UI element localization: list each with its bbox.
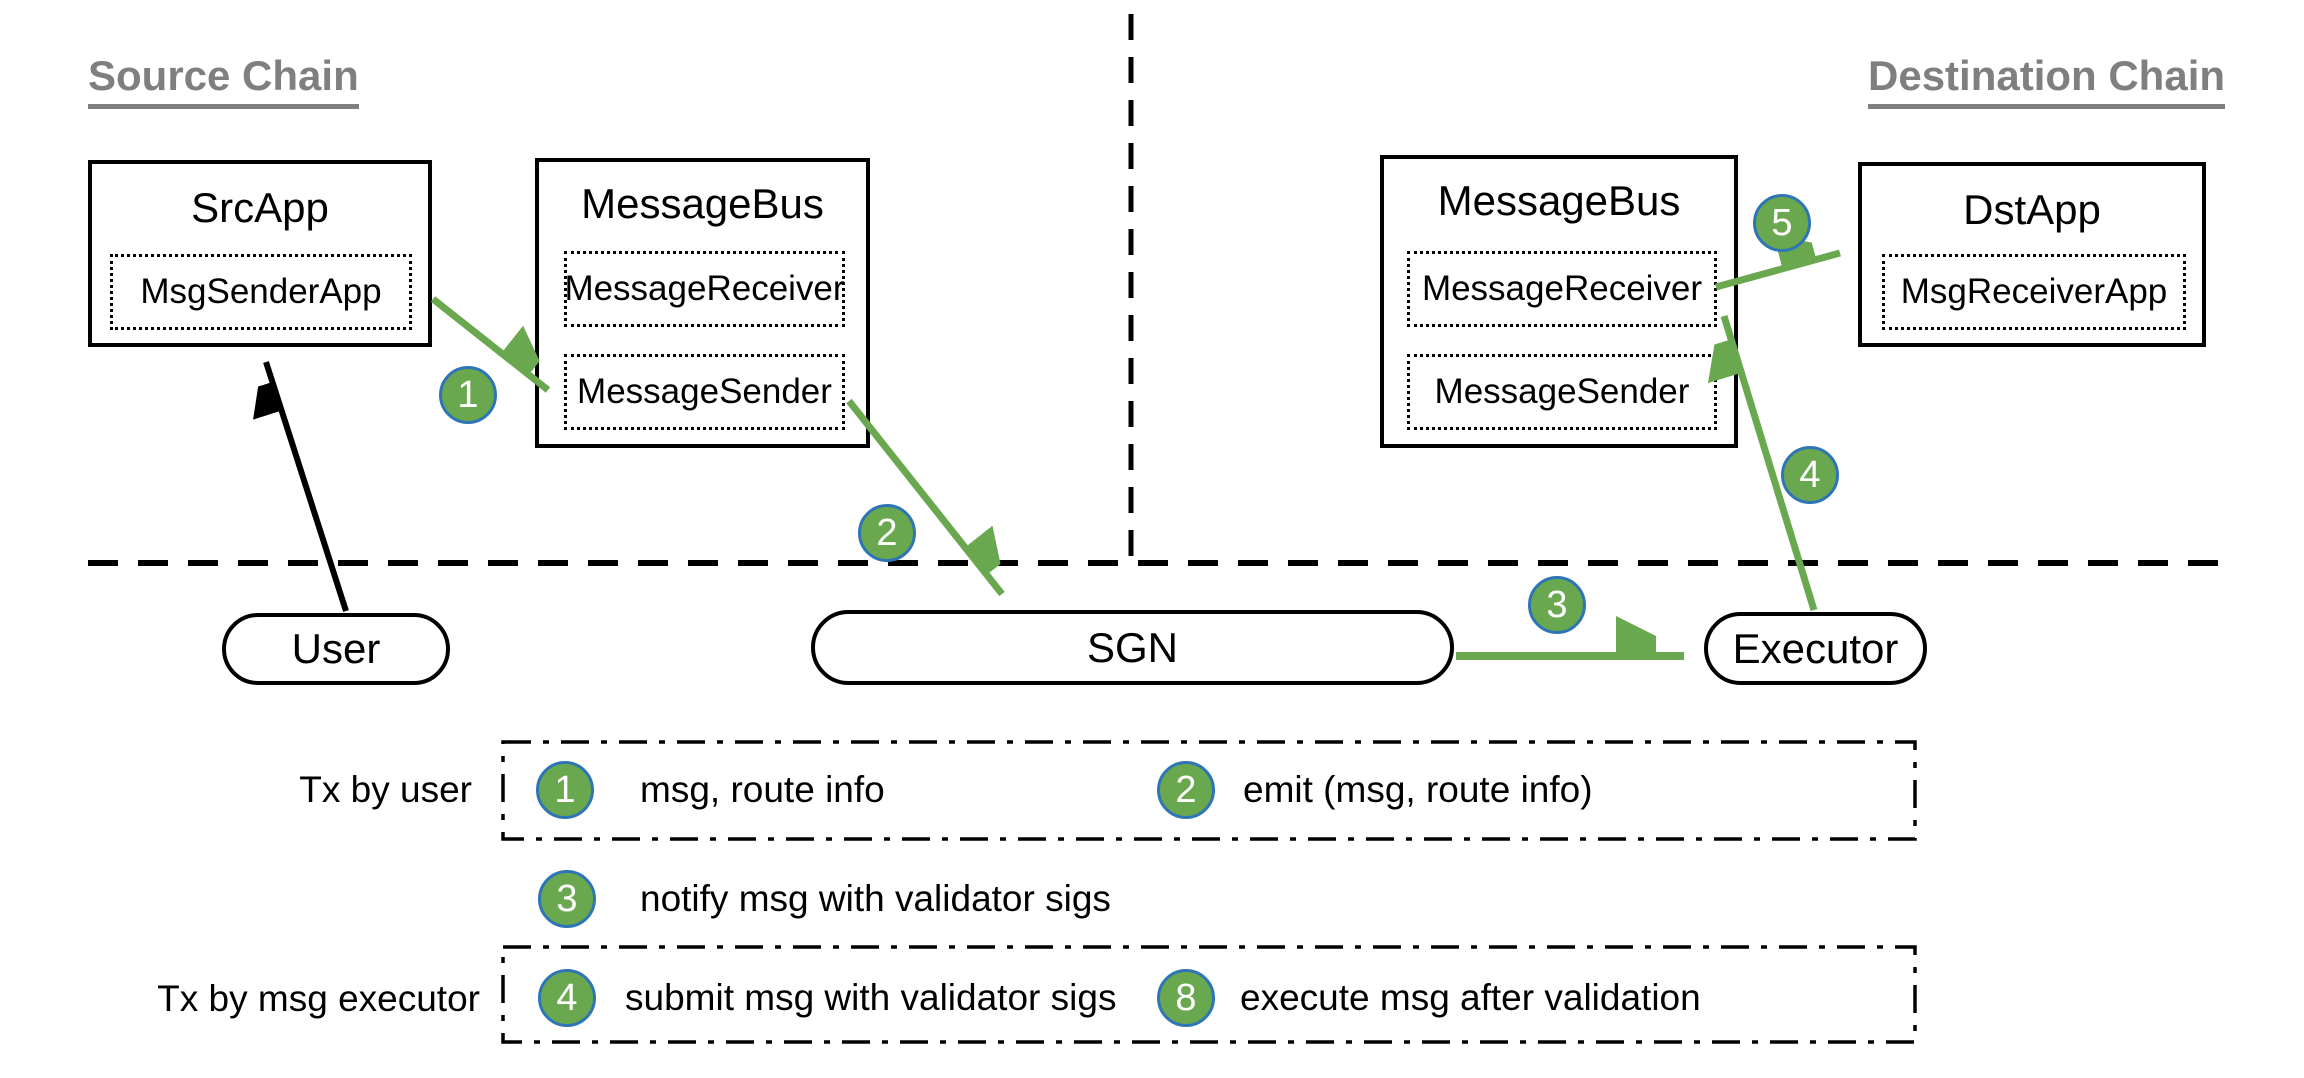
arrow-step-2: [846, 398, 1002, 597]
step-badge-5: 5: [1753, 194, 1811, 252]
executor-node: Executor: [1704, 612, 1927, 685]
messagebus-source-box: MessageBus MessageReceiver MessageSender: [535, 158, 870, 448]
dstapp-title: DstApp: [1963, 186, 2101, 233]
srcapp-box: SrcApp MsgSenderApp: [88, 160, 432, 347]
legend-text-2: emit (msg, route info): [1243, 769, 1593, 810]
legend-badge-2: 2: [1157, 761, 1215, 819]
messagesender-destination-box: MessageSender: [1407, 354, 1717, 430]
legend-badge-4: 4: [538, 969, 596, 1027]
msgreceiverapp-box: MsgReceiverApp: [1882, 254, 2186, 330]
step-badge-1: 1: [439, 366, 497, 424]
messagebus-source-title: MessageBus: [581, 180, 824, 227]
step-badge-4: 4: [1781, 446, 1839, 504]
legend-badge-1: 1: [536, 761, 594, 819]
legend-text-4: submit msg with validator sigs: [625, 977, 1117, 1018]
legend-text-3: notify msg with validator sigs: [640, 878, 1111, 919]
srcapp-title: SrcApp: [191, 184, 329, 231]
legend-row-label-user: Tx by user: [299, 769, 472, 810]
sgn-node: SGN: [811, 610, 1454, 685]
messagebus-destination-title: MessageBus: [1437, 177, 1681, 224]
messagereceiver-destination-box: MessageReceiver: [1407, 251, 1717, 327]
legend-text-8: execute msg after validation: [1240, 977, 1701, 1018]
step-badge-2: 2: [858, 504, 916, 562]
legend-badge-3: 3: [538, 870, 596, 928]
messagebus-destination-box: MessageBus MessageReceiver MessageSender: [1380, 155, 1738, 448]
legend-badge-8: 8: [1157, 969, 1215, 1027]
messagesender-source-box: MessageSender: [564, 354, 845, 430]
msgsenderapp-box: MsgSenderApp: [110, 254, 412, 330]
destination-chain-title: Destination Chain: [1868, 52, 2226, 109]
step-badge-3: 3: [1528, 576, 1586, 634]
dstapp-box: DstApp MsgReceiverApp: [1858, 162, 2206, 347]
source-chain-title: Source Chain: [88, 52, 359, 109]
messagereceiver-source-box: MessageReceiver: [564, 251, 845, 327]
legend-text-1: msg, route info: [640, 769, 885, 810]
user-node: User: [222, 613, 450, 685]
legend-row-label-executor: Tx by msg executor: [157, 978, 480, 1019]
arrow-user-to-srcapp: [266, 361, 349, 612]
